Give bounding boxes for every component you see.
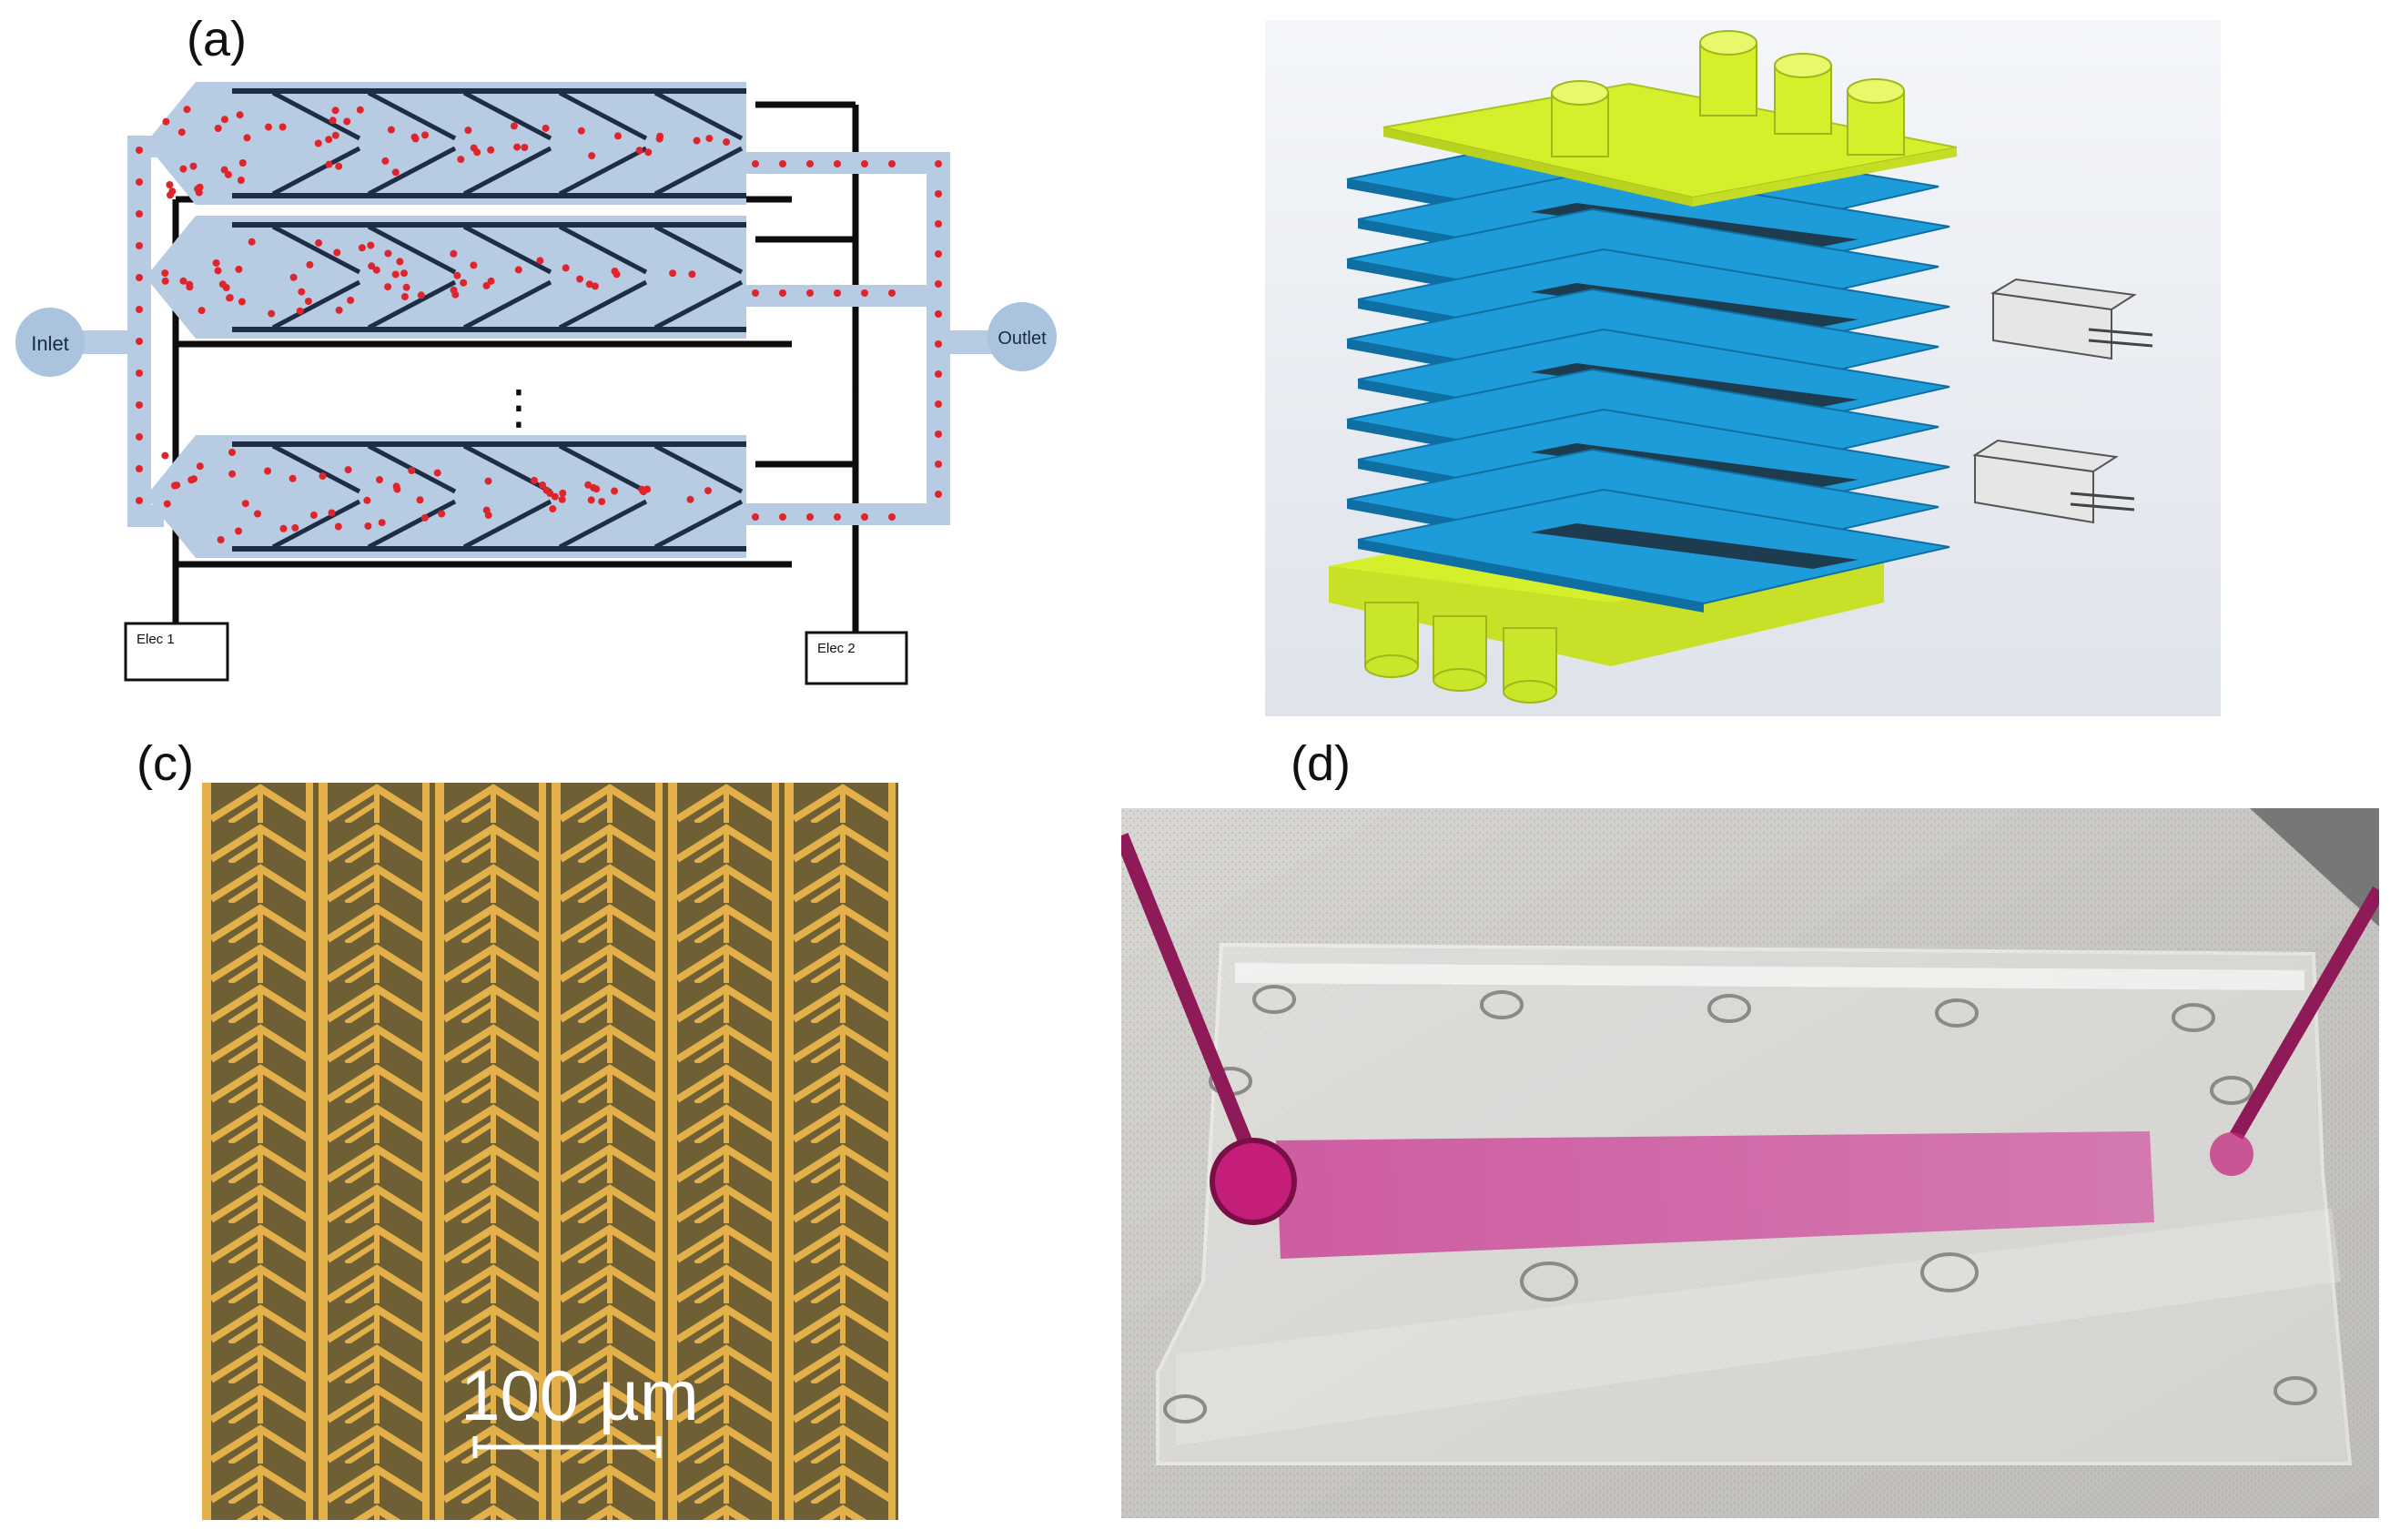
inlet-tubing [1121,832,1265,1176]
scale-bar [472,1436,662,1458]
elec2-box [805,631,908,685]
scale-bar-label: 100 µm [461,1355,699,1435]
inlet-port [15,308,85,377]
outlet-label: Outlet [998,329,1047,349]
elec1-box [124,622,229,682]
alignment-holes [1163,985,2317,1423]
connector-lower [1972,439,2135,524]
panel-c-micrograph: 100 µm [202,783,898,1520]
panel-a-schematic: Inlet Outlet ⋮ ⋮ ⋮ Elec 1 Elec 2 [9,77,1069,687]
connector-upper [1990,278,2153,360]
sample-channel-magenta [1276,1131,2154,1259]
electrode-array-pattern [202,783,898,1520]
outlet-port-seal [2210,1132,2253,1176]
top-pcb-plate [1382,30,1958,207]
inlet-port-seal [1210,1138,1297,1225]
panel-b-exploded-stack [1265,20,2221,716]
ellipsis-right: ⋮ [832,344,879,399]
separation-channels [136,82,942,558]
inlet-label: Inlet [31,332,69,355]
elec2-label: Elec 2 [817,641,856,656]
separation-channel [146,216,896,339]
elec1-label: Elec 1 [137,632,175,647]
panel-d-label: (d) [1291,736,1351,791]
ellipsis-center: ⋮ [495,380,542,435]
blue-chip-layers [1346,127,1950,613]
outlet-tubing [2230,886,2379,1140]
separation-channel [146,82,896,205]
separation-channel [146,435,896,558]
outlet-port [987,302,1057,371]
panel-a-label: (a) [187,12,247,66]
chip-layer [1357,488,1950,613]
ellipsis-left: ⋮ [152,371,199,426]
panel-c-label: (c) [137,736,194,791]
panel-d-device-photo [1121,808,2379,1518]
